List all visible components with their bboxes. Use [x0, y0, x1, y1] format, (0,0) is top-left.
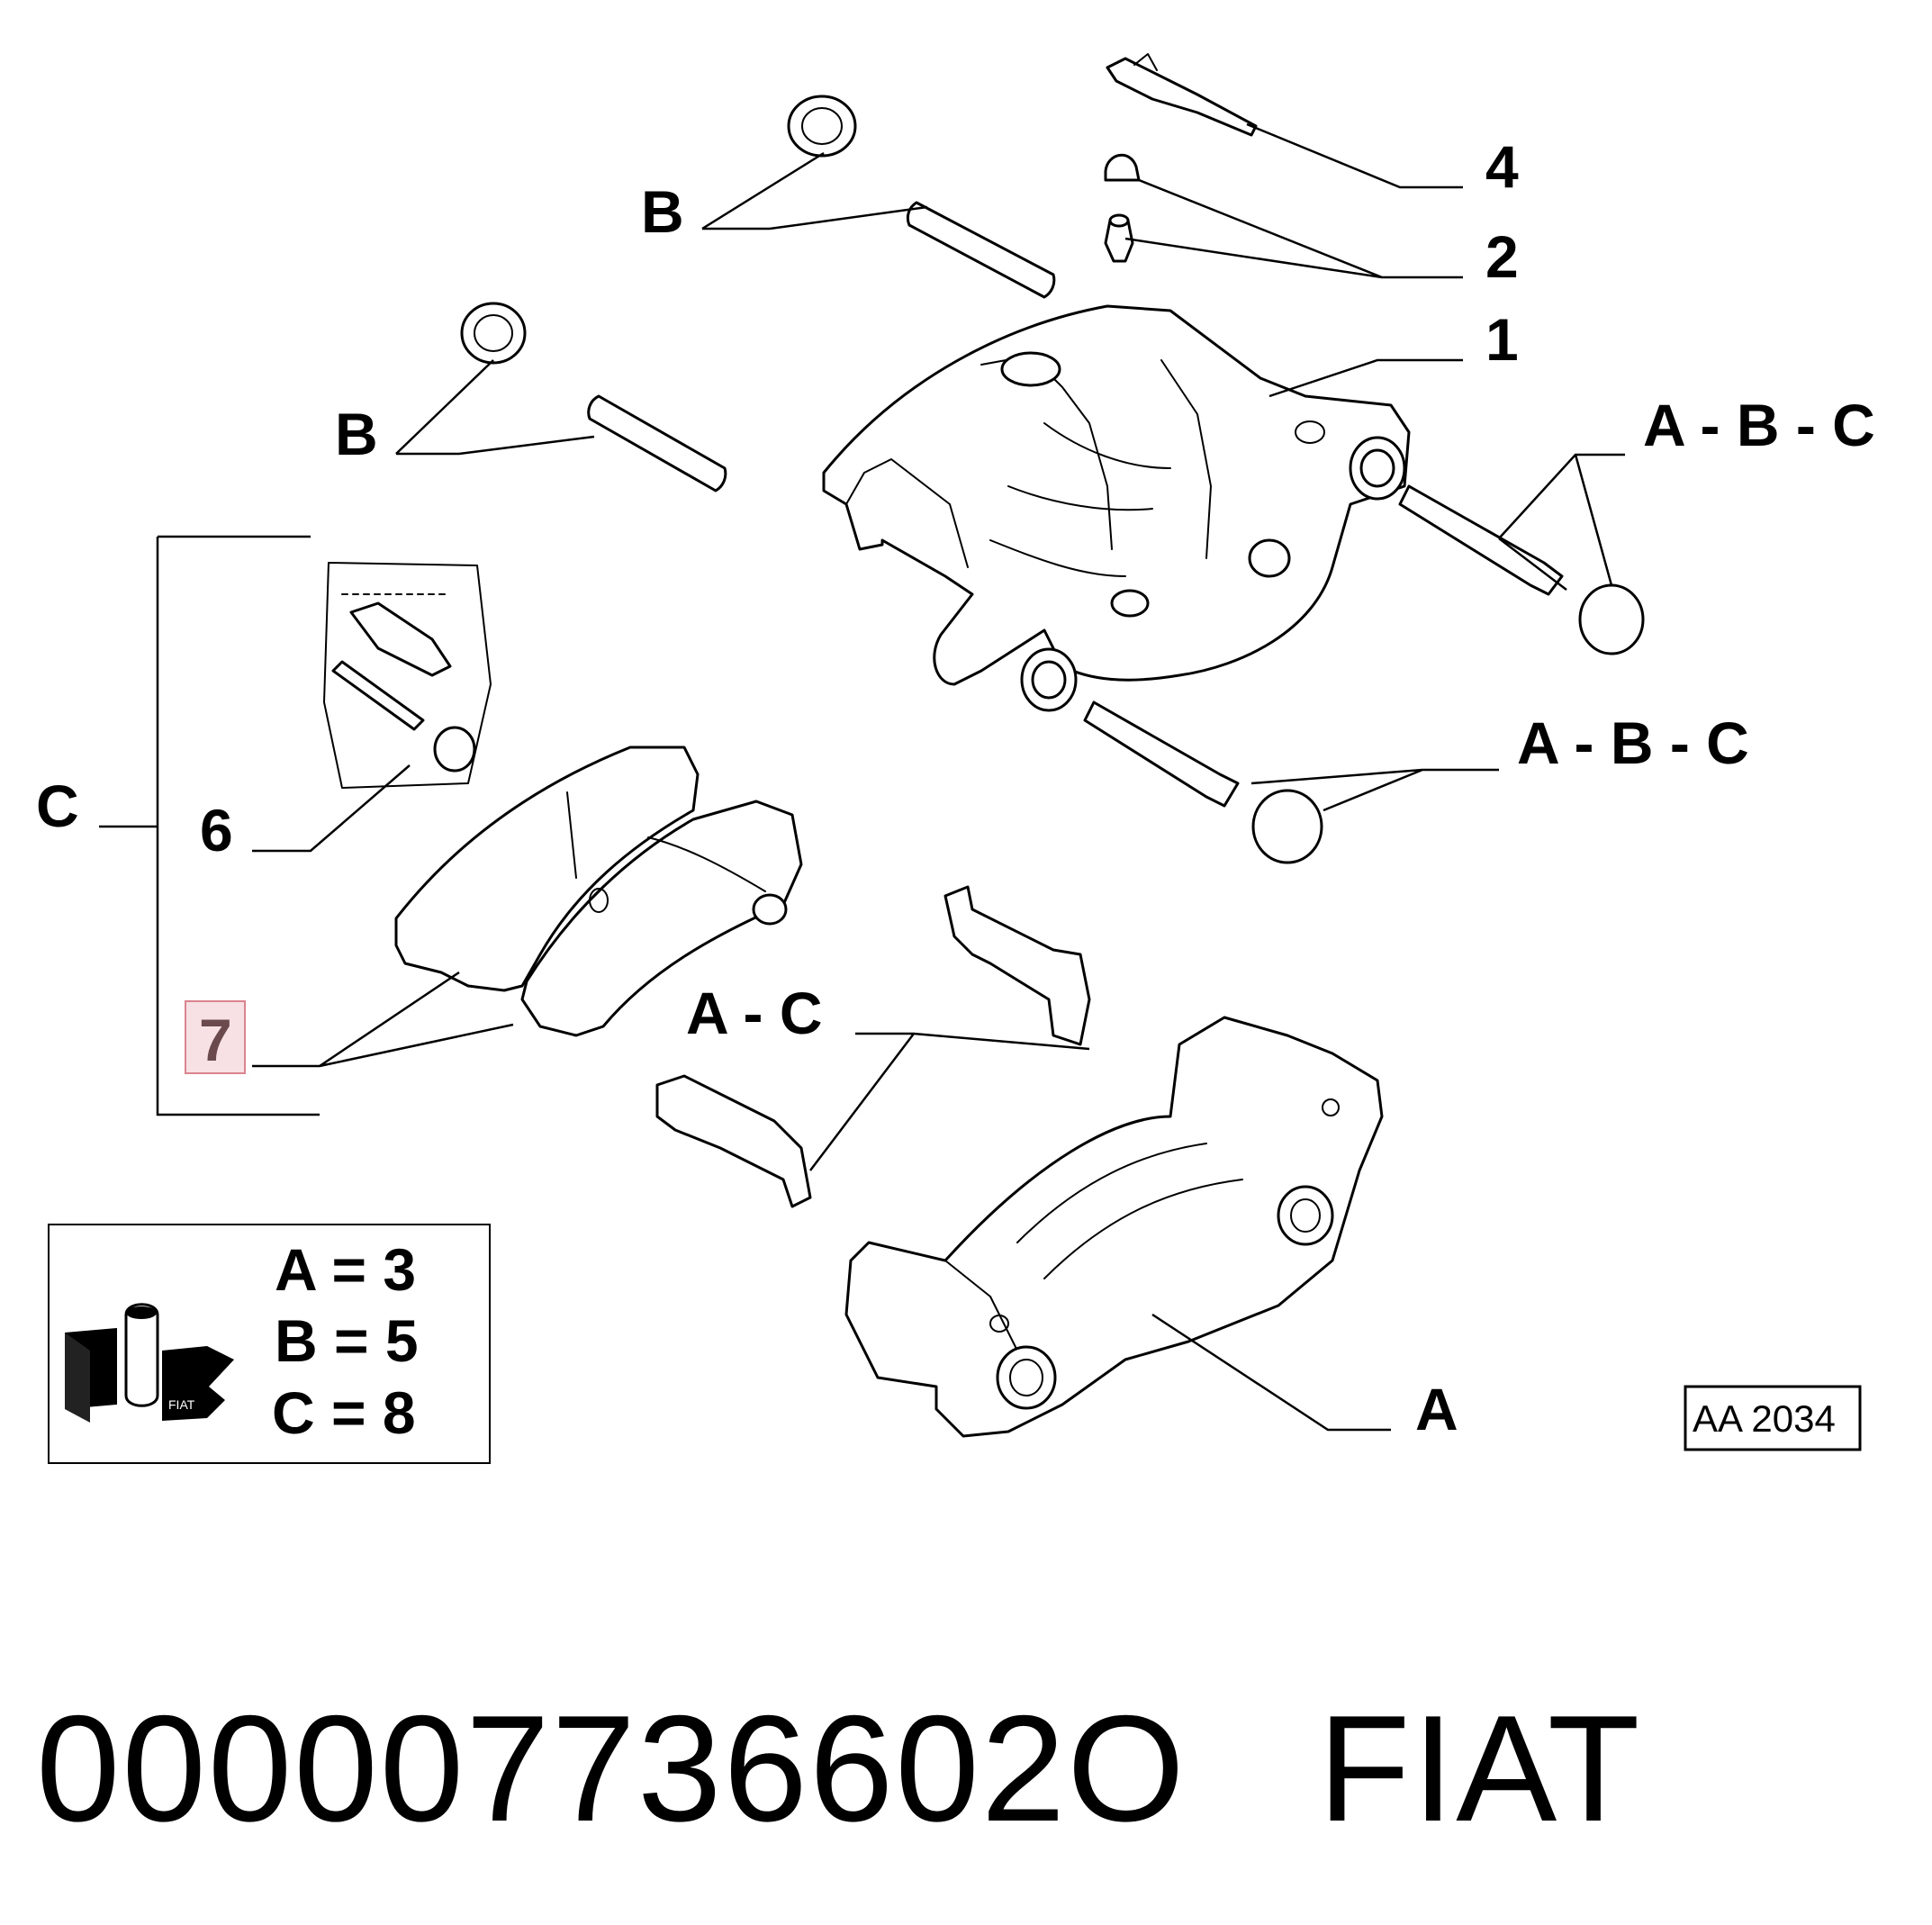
caliper-bracket	[844, 1016, 1384, 1438]
reference-code: AA 2034	[1693, 1397, 1836, 1440]
anti-rattle-clip-upper	[943, 885, 1091, 1046]
callout-labels: 4 2 1 B B A - B - C A - B - C C 6 A - C …	[36, 133, 1875, 1442]
label-bracket: A	[1415, 1376, 1458, 1442]
caliper-bolt-lower	[1083, 700, 1323, 864]
label-guide-pin-lower: B	[335, 401, 378, 467]
legend-line-b: B = 5	[275, 1307, 419, 1374]
guide-pin-lower	[460, 302, 727, 493]
part-number-footer: 000007736602O FIAT	[36, 1693, 1641, 1844]
label-part-2: 2	[1485, 223, 1519, 290]
guide-pin-upper	[787, 95, 1056, 299]
parts-kit-icon: FIAT	[65, 1303, 234, 1423]
reference-code-box: AA 2034	[1684, 1385, 1862, 1451]
brand-name: FIAT	[1317, 1684, 1642, 1853]
leader-lines	[99, 122, 1625, 1432]
label-bolt-lower: A - B - C	[1517, 709, 1749, 776]
kit-icon-label: FIAT	[168, 1397, 195, 1412]
bleed-screw	[1104, 213, 1134, 263]
caliper-body	[822, 304, 1411, 712]
legend-line-c: C = 8	[272, 1379, 416, 1446]
label-part-6: 6	[200, 797, 233, 863]
retaining-spring	[1106, 53, 1258, 137]
quantity-legend: FIAT A = 3 B = 5 C = 8	[48, 1224, 491, 1464]
anti-rattle-clip-lower	[655, 1074, 812, 1208]
label-part-7: 7	[199, 1007, 232, 1073]
brake-pads	[394, 746, 803, 1037]
highlight-part-7	[185, 1000, 246, 1074]
legend-line-a: A = 3	[275, 1236, 416, 1303]
label-part-4: 4	[1485, 133, 1519, 200]
dust-cap	[1104, 153, 1141, 182]
label-bolt-upper: A - B - C	[1643, 392, 1875, 458]
label-clips: A - C	[686, 980, 823, 1046]
part-number: 000007736602O	[36, 1684, 1187, 1853]
label-bracket-group: C	[36, 773, 79, 839]
label-guide-pin-upper: B	[641, 178, 684, 245]
label-part-1: 1	[1485, 306, 1519, 373]
pad-fitting-kit	[323, 562, 492, 789]
